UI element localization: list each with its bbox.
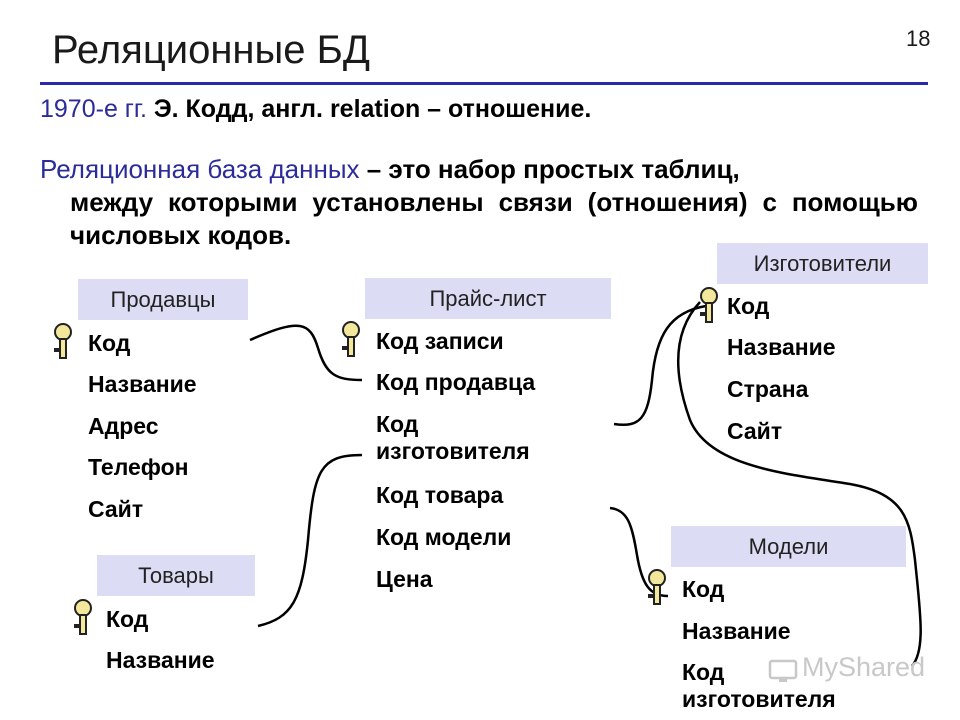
field-makers-site: Сайт <box>727 418 783 444</box>
key-icon <box>74 599 92 635</box>
definition-term: Реляционная база данных <box>40 154 360 184</box>
table-sellers-header: Продавцы <box>78 279 248 320</box>
intro-text: Э. Кодд, англ. relation – отношение. <box>146 95 592 123</box>
field-pricelist-price: Цена <box>376 566 433 592</box>
field-models-maker-code: Код изготовителя <box>682 659 836 712</box>
field-makers-country: Страна <box>727 376 809 402</box>
definition-paragraph: Реляционная база данных – это набор прос… <box>40 153 918 252</box>
field-makers-code: Код <box>727 293 770 319</box>
definition-line2: между которыми установлены связи (отноше… <box>70 187 918 250</box>
field-pricelist-model-code: Код модели <box>376 524 512 550</box>
field-sellers-code: Код <box>88 330 131 356</box>
table-pricelist-header: Прайс-лист <box>365 278 611 319</box>
key-icon <box>54 323 72 359</box>
table-goods-header: Товары <box>97 555 255 596</box>
intro-years: 1970-е гг. <box>40 95 147 123</box>
field-sellers-name: Название <box>88 371 197 397</box>
table-makers-header: Изготовители <box>717 243 928 284</box>
field-pricelist-goods-code: Код товара <box>376 482 504 508</box>
table-models-header: Модели <box>671 526 906 567</box>
field-makers-name: Название <box>727 334 836 360</box>
link-maker <box>613 304 707 427</box>
field-models-name: Название <box>682 618 791 644</box>
field-goods-name: Название <box>106 647 215 673</box>
title-divider <box>40 82 928 85</box>
link-seller <box>249 324 363 382</box>
field-models-code: Код <box>682 576 725 602</box>
key-icon <box>342 321 360 357</box>
field-sellers-phone: Телефон <box>88 454 189 480</box>
link-goods <box>257 453 363 628</box>
page-title: Реляционные БД <box>52 28 370 72</box>
link-model-maker <box>676 301 922 667</box>
definition-line1: – это набор простых таблиц, <box>359 154 740 184</box>
key-icon <box>700 287 718 323</box>
field-pricelist-seller-code: Код продавца <box>376 369 536 395</box>
page-number: 18 <box>906 26 931 51</box>
field-sellers-address: Адрес <box>88 413 159 439</box>
watermark-icon <box>768 659 798 682</box>
intro-line: 1970-е гг. Э. Кодд, англ. relation – отн… <box>40 95 591 124</box>
key-icon <box>648 569 666 605</box>
field-pricelist-record-code: Код записи <box>376 328 504 354</box>
watermark: MyShared <box>802 652 926 682</box>
field-sellers-site: Сайт <box>88 496 144 522</box>
field-pricelist-maker-code: Код изготовителя <box>376 411 530 464</box>
field-goods-code: Код <box>106 606 149 632</box>
